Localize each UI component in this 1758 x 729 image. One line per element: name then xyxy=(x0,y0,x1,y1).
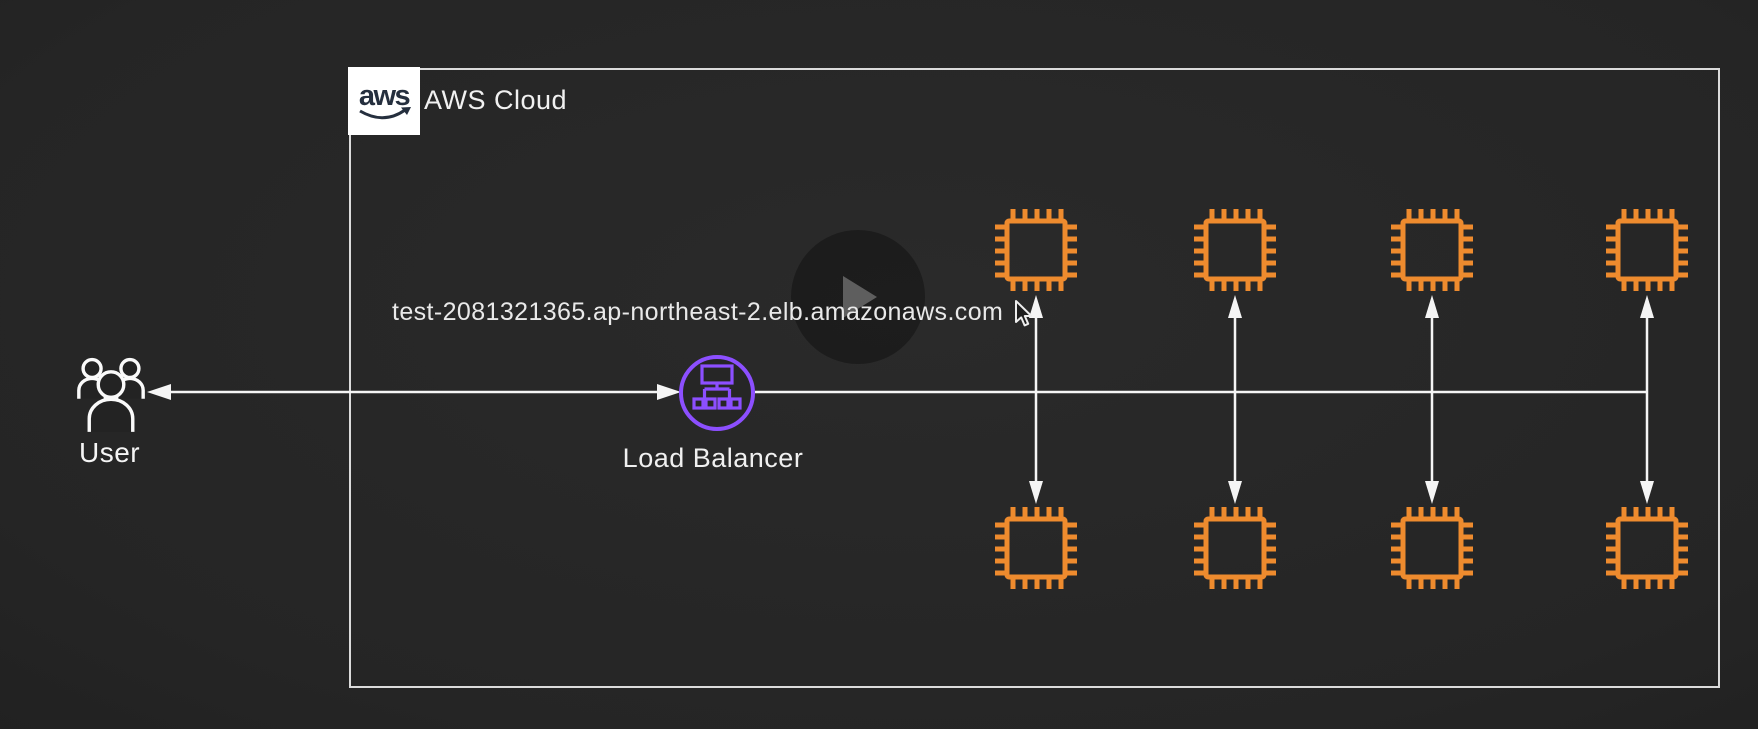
load-balancer-dns-name: test-2081321365.ap-northeast-2.elb.amazo… xyxy=(392,298,1004,326)
mouse-pointer-icon xyxy=(1015,300,1033,327)
aws-logo: aws xyxy=(348,67,420,135)
ec2-instance-chip-icon xyxy=(1603,206,1691,294)
play-button[interactable] xyxy=(791,230,925,364)
arrowhead-left xyxy=(147,384,171,400)
play-button-icon xyxy=(843,276,877,318)
ec2-instance-chip-icon xyxy=(992,504,1080,592)
aws-logo-icon: aws xyxy=(359,80,411,120)
ec2-instance-chip-icon xyxy=(1191,206,1279,294)
ec2-instance-chip-icon xyxy=(1191,504,1279,592)
elastic-load-balancer-icon xyxy=(679,355,755,431)
ec2-instance-chip-icon xyxy=(1388,206,1476,294)
user-group-icon xyxy=(77,357,145,432)
user-label: User xyxy=(79,437,141,468)
ec2-instance-chip-icon xyxy=(992,206,1080,294)
load-balancer-label: Load Balancer xyxy=(622,443,804,473)
aws-cloud-title: AWS Cloud xyxy=(424,85,568,115)
aws-logo-text: aws xyxy=(359,80,410,112)
ec2-instance-chip-icon xyxy=(1388,504,1476,592)
ec2-instance-chip-icon xyxy=(1603,504,1691,592)
aws-cloud-group-box xyxy=(349,68,1720,688)
aws-smile-icon xyxy=(359,108,406,120)
